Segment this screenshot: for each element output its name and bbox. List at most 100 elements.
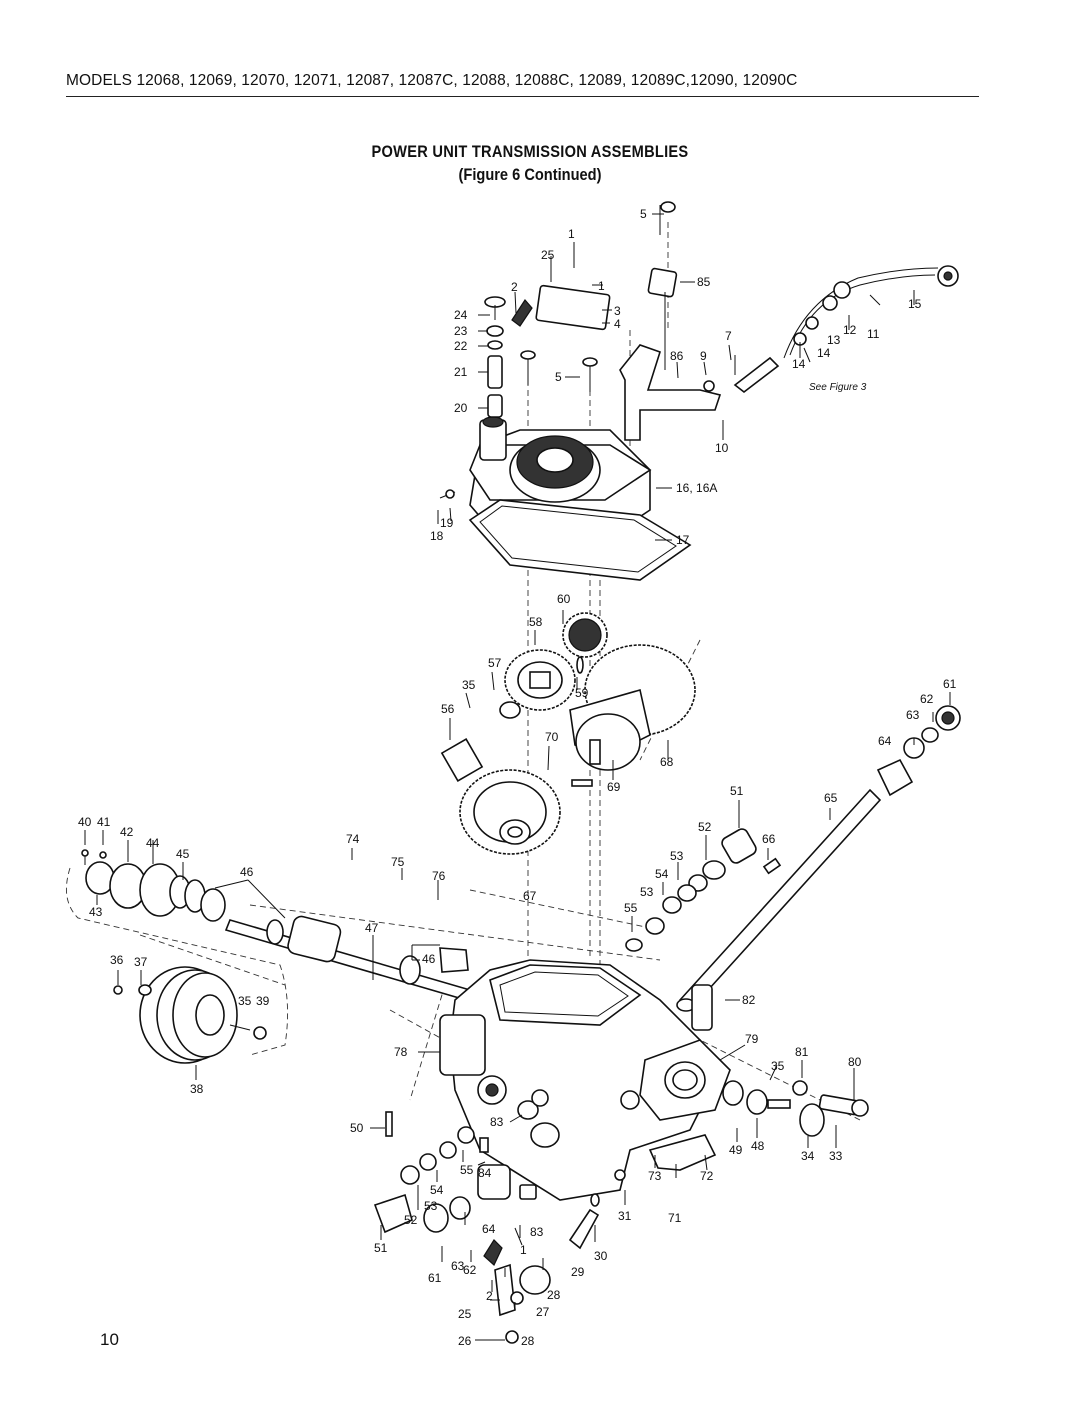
callout-21: 21	[454, 365, 468, 379]
callout-62: 62	[920, 692, 934, 706]
callout-1: 1	[568, 227, 575, 241]
callout-61-b: 61	[428, 1271, 442, 1285]
callout-57: 57	[488, 656, 502, 670]
callout-17: 17	[676, 533, 690, 547]
callout-85: 85	[697, 275, 711, 289]
callout-27: 27	[536, 1305, 550, 1319]
callout-40: 40	[78, 815, 92, 829]
callout-1-b: 1	[598, 279, 605, 293]
callout-35: 35	[462, 678, 476, 692]
callout-42: 42	[120, 825, 134, 839]
callout-33: 33	[829, 1149, 843, 1163]
callout-7: 7	[725, 329, 732, 343]
callout-54: 54	[655, 867, 669, 881]
figure-subtitle: (Figure 6 Continued)	[458, 165, 602, 184]
callout-86: 86	[670, 349, 684, 363]
callout-71: 71	[668, 1211, 682, 1225]
callout-30: 30	[594, 1249, 608, 1263]
callout-60: 60	[557, 592, 571, 606]
callout-labels: 5 1 25 2 1 3 4 24 23 22 21 20 5 85 7 9 8…	[78, 207, 957, 1348]
callout-5: 5	[640, 207, 647, 221]
callout-49: 49	[729, 1143, 743, 1157]
callout-15: 15	[908, 297, 922, 311]
callout-53-c: 53	[424, 1199, 438, 1213]
callout-74: 74	[346, 832, 360, 846]
callout-43: 43	[89, 905, 103, 919]
callout-64-b: 64	[482, 1222, 496, 1236]
header-rule	[66, 96, 979, 97]
callout-53-b: 53	[640, 885, 654, 899]
callout-56: 56	[441, 702, 455, 716]
callout-78: 78	[394, 1045, 408, 1059]
callout-11: 11	[867, 327, 880, 341]
callout-31: 31	[618, 1209, 632, 1223]
callout-22: 22	[454, 339, 468, 353]
callout-53: 53	[670, 849, 684, 863]
callout-65: 65	[824, 791, 838, 805]
shifter-small-parts	[439, 201, 736, 499]
worm-shaft-assembly	[81, 849, 472, 1001]
callout-25: 25	[541, 248, 555, 262]
page-number: 10	[100, 1330, 119, 1349]
callout-51-b: 51	[374, 1241, 388, 1255]
callout-68: 68	[660, 755, 674, 769]
callout-1-c: 1	[520, 1243, 527, 1257]
callout-9: 9	[700, 349, 707, 363]
callout-69: 69	[607, 780, 621, 794]
callout-73: 73	[648, 1169, 662, 1183]
callout-75: 75	[391, 855, 405, 869]
callout-4: 4	[614, 317, 621, 331]
callout-5-b: 5	[555, 370, 562, 384]
shift-lever	[619, 265, 959, 441]
callout-61: 61	[943, 677, 957, 691]
callout-38: 38	[190, 1082, 204, 1096]
callout-leaders	[84, 213, 951, 1341]
callout-16-16a: 16, 16A	[676, 481, 717, 495]
callout-28-b: 28	[521, 1334, 535, 1348]
axle-shaft-assembly	[625, 705, 961, 1012]
callout-20: 20	[454, 401, 468, 415]
callout-28: 28	[547, 1288, 561, 1302]
callout-12: 12	[843, 323, 857, 337]
callout-54-b: 54	[430, 1183, 444, 1197]
callout-23: 23	[454, 324, 468, 338]
callout-48: 48	[751, 1139, 765, 1153]
callout-70: 70	[545, 730, 559, 744]
callout-3: 3	[614, 304, 621, 318]
callout-84: 84	[478, 1166, 492, 1180]
gear-set	[440, 612, 696, 855]
callout-24: 24	[454, 308, 468, 322]
callout-19: 19	[440, 516, 454, 530]
lower-small-parts	[373, 1089, 626, 1344]
callout-79: 79	[745, 1032, 759, 1046]
callout-37: 37	[134, 955, 148, 969]
callout-80: 80	[848, 1055, 862, 1069]
callout-52-b: 52	[404, 1213, 418, 1227]
callout-67: 67	[523, 889, 537, 903]
callout-46-b: 46	[422, 952, 436, 966]
callout-35-c: 35	[771, 1059, 785, 1073]
callout-83-b: 83	[530, 1225, 544, 1239]
callout-26: 26	[458, 1334, 472, 1348]
callout-63: 63	[906, 708, 920, 722]
callout-63-b: 63	[451, 1259, 465, 1273]
callout-45: 45	[176, 847, 190, 861]
callout-41: 41	[97, 815, 111, 829]
callout-55-b: 55	[460, 1163, 474, 1177]
callout-13: 13	[827, 333, 841, 347]
callout-36: 36	[110, 953, 124, 967]
figure-title: POWER UNIT TRANSMISSION ASSEMBLIES	[371, 142, 689, 161]
callout-14-b: 14	[792, 357, 806, 371]
callout-29: 29	[571, 1265, 585, 1279]
callout-59: 59	[575, 686, 589, 700]
drive-pulley	[113, 966, 267, 1064]
callout-55: 55	[624, 901, 638, 915]
callout-10: 10	[715, 441, 729, 455]
callout-50: 50	[350, 1121, 364, 1135]
callout-83: 83	[490, 1115, 504, 1129]
callout-82: 82	[742, 993, 756, 1007]
callout-2: 2	[511, 280, 518, 294]
callout-76: 76	[432, 869, 446, 883]
callout-51: 51	[730, 784, 744, 798]
